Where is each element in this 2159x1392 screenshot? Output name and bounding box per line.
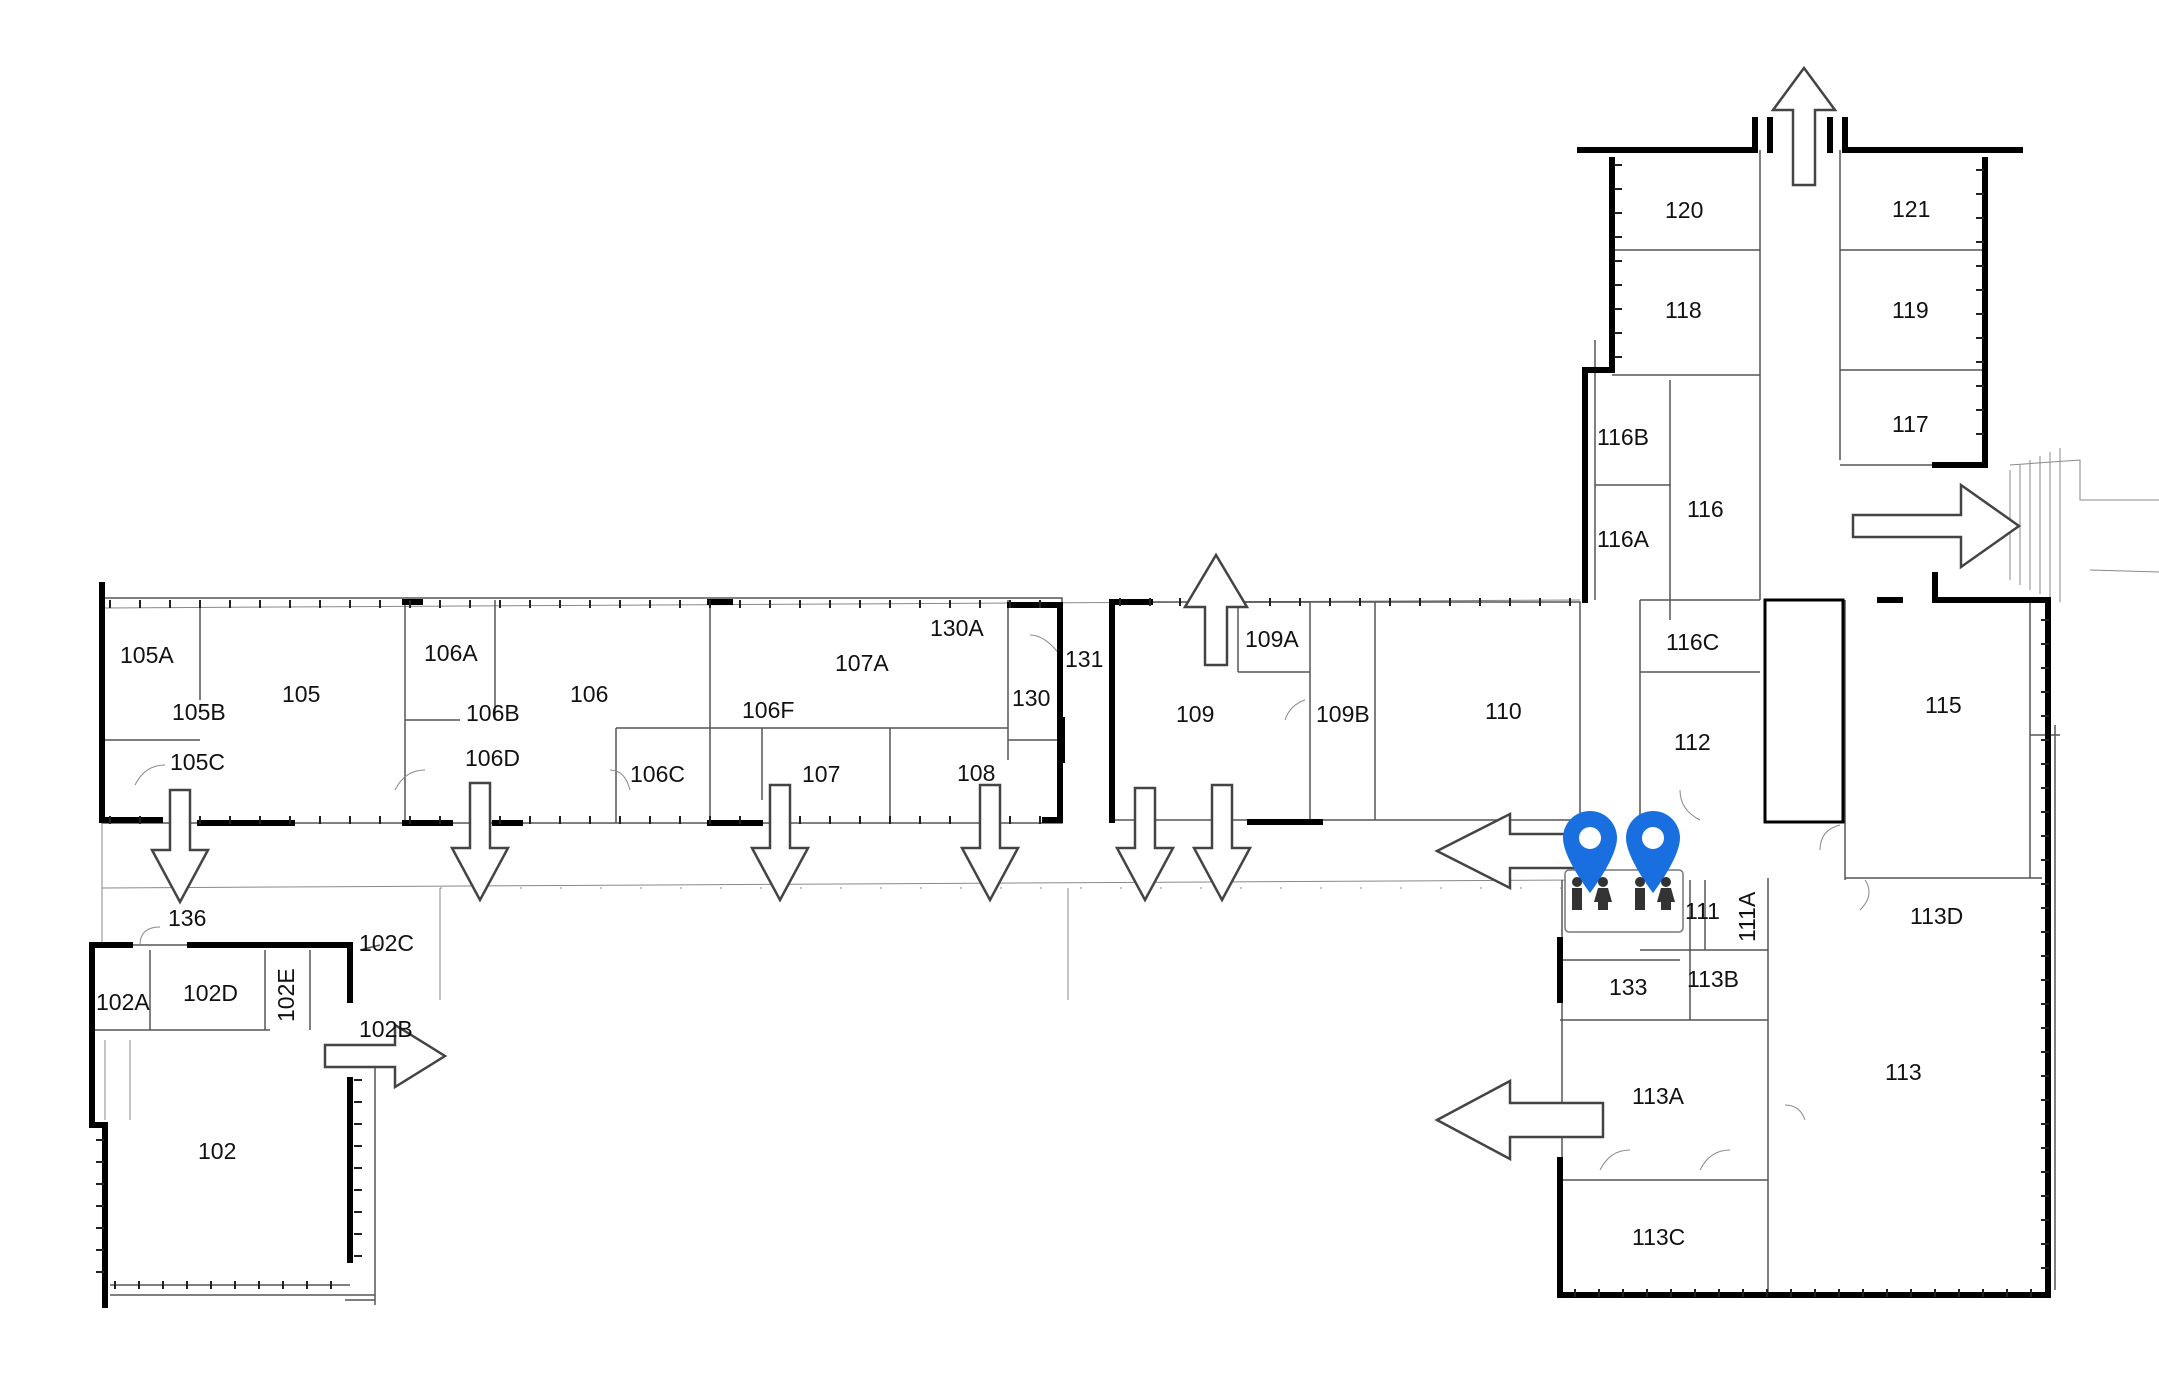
exit-arrow-east xyxy=(1851,482,2022,570)
restroom-marker-1[interactable] xyxy=(1563,811,1617,910)
room-label[interactable]: 102C xyxy=(359,930,414,956)
room-label[interactable]: 118 xyxy=(1665,297,1702,323)
room-label[interactable]: 111 xyxy=(1685,898,1720,924)
room-label[interactable]: 113D xyxy=(1910,903,1963,929)
room-label[interactable]: 102 xyxy=(198,1138,236,1164)
room-label[interactable]: 130A xyxy=(930,615,984,641)
room-label[interactable]: 136 xyxy=(168,905,206,931)
room-label[interactable]: 105A xyxy=(120,642,174,668)
room-label[interactable]: 117 xyxy=(1892,411,1929,437)
room-label[interactable]: 116B xyxy=(1597,424,1649,450)
room-label[interactable]: 121 xyxy=(1892,196,1930,222)
room-label[interactable]: 102D xyxy=(183,980,238,1006)
room-label[interactable]: 111A xyxy=(1734,891,1760,942)
room-label[interactable]: 113 xyxy=(1885,1059,1922,1085)
room-label[interactable]: 105C xyxy=(170,749,225,775)
exit-arrow-102B xyxy=(323,1022,448,1090)
room-label[interactable]: 112 xyxy=(1674,729,1711,755)
room-label[interactable]: 113C xyxy=(1632,1224,1685,1250)
exit-arrow-north xyxy=(1770,65,1838,187)
room-label[interactable]: 108 xyxy=(957,760,995,786)
room-label[interactable]: 133 xyxy=(1609,974,1647,1000)
room-label[interactable]: 106 xyxy=(570,681,608,707)
room-label[interactable]: 106D xyxy=(465,745,520,771)
room-label[interactable]: 107 xyxy=(802,761,840,787)
room-label[interactable]: 105 xyxy=(282,681,320,707)
room-label[interactable]: 120 xyxy=(1665,197,1703,223)
room-label[interactable]: 113B xyxy=(1687,966,1739,992)
room-labels: 105A 105 105B 105C 106A 106 106B 106D 10… xyxy=(96,196,1963,1250)
exit-arrow-109-right xyxy=(1191,783,1253,903)
room-label[interactable]: 102E xyxy=(273,968,299,1022)
map-pin-restroom-icon xyxy=(1626,811,1680,893)
room-label[interactable]: 130 xyxy=(1012,685,1050,711)
window-ticks xyxy=(96,164,2049,1297)
room-label[interactable]: 109A xyxy=(1245,626,1299,652)
restroom-markers xyxy=(1563,811,1684,933)
room-label[interactable]: 115 xyxy=(1925,692,1962,718)
room-label[interactable]: 106C xyxy=(630,761,685,787)
exterior-walls xyxy=(89,117,2051,1308)
room-label[interactable]: 106A xyxy=(424,640,478,666)
room-label[interactable]: 116A xyxy=(1597,526,1650,552)
room-label[interactable]: 106F xyxy=(742,697,794,723)
exit-arrow-108 xyxy=(959,783,1021,903)
interior-lines xyxy=(92,150,2159,1305)
exit-arrow-106D xyxy=(449,781,511,903)
exit-arrow-113A xyxy=(1434,1078,1605,1162)
room-label[interactable]: 105B xyxy=(172,699,226,725)
room-label[interactable]: 131 xyxy=(1065,646,1103,672)
room-label[interactable]: 109B xyxy=(1316,701,1370,727)
room-label[interactable]: 109 xyxy=(1176,701,1214,727)
restroom-marker-2[interactable] xyxy=(1626,811,1680,910)
room-label[interactable]: 102B xyxy=(359,1016,413,1042)
room-label[interactable]: 116 xyxy=(1687,496,1724,522)
room-label[interactable]: 102A xyxy=(96,989,150,1015)
room-label[interactable]: 119 xyxy=(1892,297,1929,323)
map-pin-restroom-icon xyxy=(1563,811,1617,893)
exit-arrow-105C xyxy=(149,788,211,905)
room-label[interactable]: 113A xyxy=(1632,1083,1685,1109)
exit-arrow-107 xyxy=(749,783,811,903)
room-label[interactable]: 106B xyxy=(466,700,520,726)
room-label[interactable]: 107A xyxy=(835,650,889,676)
exit-arrow-109-top xyxy=(1182,552,1250,667)
room-label[interactable]: 110 xyxy=(1485,698,1522,724)
exit-arrows xyxy=(149,65,2022,1162)
room-label[interactable]: 116C xyxy=(1666,629,1719,655)
exit-arrow-109-left xyxy=(1114,786,1176,903)
